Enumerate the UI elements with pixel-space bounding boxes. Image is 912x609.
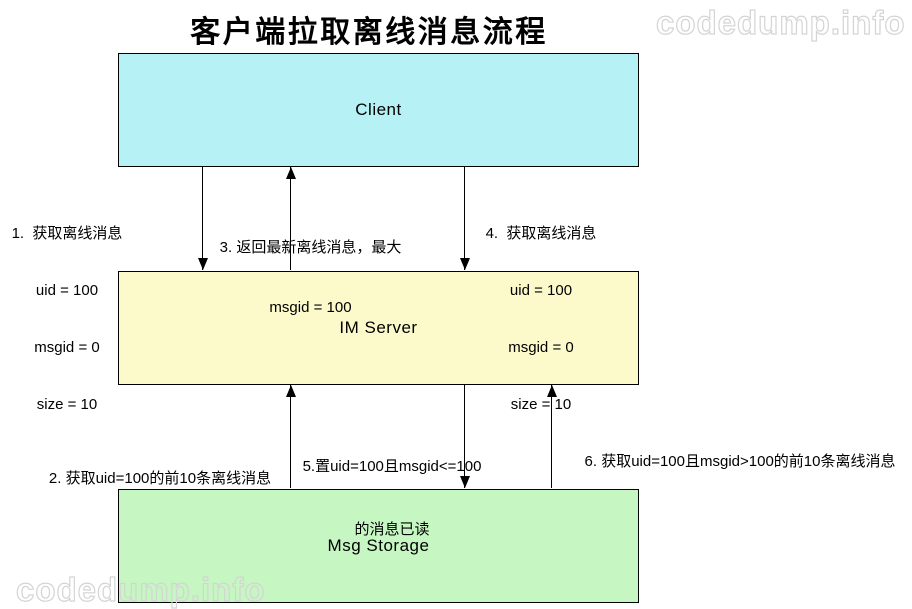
step-3-line-1: 3. 返回最新离线消息，最大 <box>219 239 402 256</box>
diagram-title: 客户端拉取离线消息流程 <box>190 16 548 49</box>
arrow-2-msgstorage-to-imserver <box>285 385 296 488</box>
step-5-line-1: 5.置uid=100且msgid<=100 <box>302 458 482 475</box>
step-1-line-3: msgid = 0 <box>34 339 100 356</box>
step-6-line-1: 6. 获取uid=100且msgid>100的前10条离线消息 <box>584 453 896 470</box>
step-1-line-4: size = 10 <box>36 396 98 413</box>
arrow-shaft <box>463 385 466 488</box>
step-5-label: 5.置uid=100且msgid<=100 的消息已读 <box>294 414 490 582</box>
step-1-label: 1. 获取离线消息 uid = 100 msgid = 0 size = 10 <box>2 186 132 452</box>
arrow-1-client-to-imserver <box>197 167 208 270</box>
step-1-line-1: 1. 获取离线消息 <box>11 225 123 242</box>
arrow-5-imserver-to-msgstorage <box>459 385 470 488</box>
step-6-label: 6. 获取uid=100且msgid>100的前10条离线消息 <box>570 419 910 504</box>
node-client-label: Client <box>355 100 402 119</box>
arrow-4-client-to-imserver <box>459 167 470 270</box>
step-4-label: 4. 获取离线消息 uid = 100 msgid = 0 size = 10 <box>476 186 606 452</box>
step-1-line-2: uid = 100 <box>35 282 99 299</box>
arrow-shaft <box>201 167 204 270</box>
step-4-line-3: msgid = 0 <box>508 339 574 356</box>
step-5-line-2: 的消息已读 <box>354 521 430 538</box>
arrow-shaft <box>463 167 466 270</box>
arrowhead-up-icon <box>546 385 557 397</box>
node-im-server-label: IM Server <box>339 318 418 337</box>
step-3-line-2: msgid = 100 <box>269 299 352 316</box>
node-msg-storage-label: Msg Storage <box>327 536 430 555</box>
step-4-line-1: 4. 获取离线消息 <box>485 225 597 242</box>
arrowhead-up-icon <box>285 167 296 179</box>
node-im-server-box: IM Server <box>118 271 639 385</box>
step-4-line-2: uid = 100 <box>509 282 573 299</box>
step-2-label: 2. 获取uid=100的前10条离线消息 <box>29 436 291 521</box>
node-client-box: Client <box>118 53 639 167</box>
step-3-label: 3. 返回最新离线消息，最大 msgid = 100 <box>198 198 423 358</box>
arrowhead-down-icon <box>197 258 208 270</box>
arrow-3-imserver-to-client <box>285 167 296 270</box>
node-msg-storage-box: Msg Storage <box>118 489 639 603</box>
arrowhead-down-icon <box>459 258 470 270</box>
step-2-line-1: 2. 获取uid=100的前10条离线消息 <box>48 470 272 487</box>
arrow-shaft <box>289 167 292 270</box>
arrowhead-up-icon <box>285 385 296 397</box>
arrowhead-down-icon <box>459 476 470 488</box>
arrow-6-msgstorage-to-imserver <box>546 385 557 488</box>
watermark-top-right: codedump.info <box>655 3 906 41</box>
watermark-bottom-left: codedump.info <box>15 570 266 608</box>
arrow-shaft <box>550 385 553 488</box>
arrow-shaft <box>289 385 292 488</box>
step-4-line-4: size = 10 <box>510 396 572 413</box>
